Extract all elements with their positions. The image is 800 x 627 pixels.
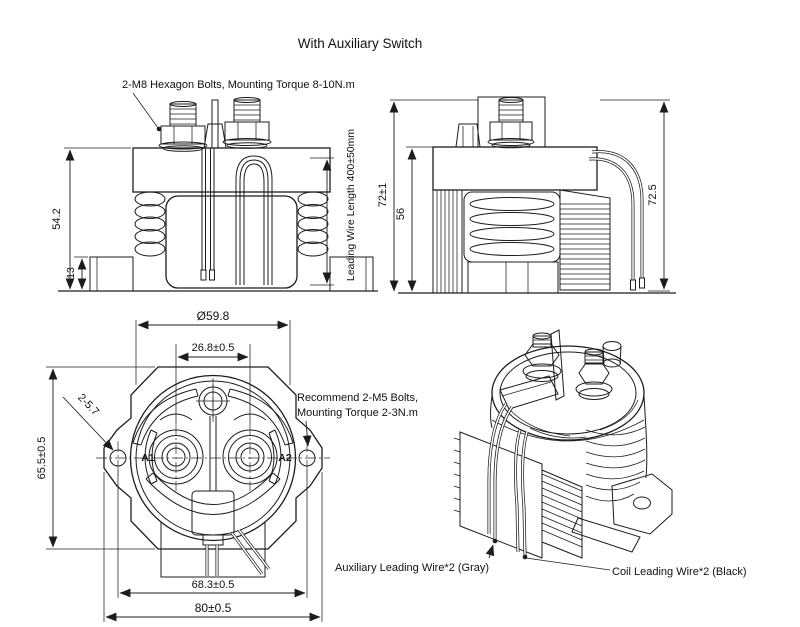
front-wire-loop-outer [235, 155, 273, 285]
front-top-cap [132, 147, 331, 193]
terminal-a2 [222, 424, 278, 491]
side-bolt [487, 97, 535, 149]
iso-view: Auxiliary Leading Wire*2 (Gray) Coil Lea… [335, 329, 747, 578]
front-lead-wires [200, 148, 215, 281]
aux-wire-label: Auxiliary Leading Wire*2 (Gray) [335, 562, 489, 574]
svg-text:56: 56 [395, 208, 407, 220]
iso-body-left-edge [490, 395, 493, 429]
iso-mounting-flange [571, 473, 673, 553]
bottom-wires [205, 529, 271, 576]
bottom-aux-switch [191, 416, 235, 546]
side-left-ribbed-panel [432, 189, 463, 294]
page-title: With Auxiliary Switch [298, 36, 423, 51]
aux-wire-label-group: Auxiliary Leading Wire*2 (Gray) [335, 544, 495, 574]
front-bellows-left [134, 191, 166, 257]
svg-text:Recommend 2-M5 Bolts,: Recommend 2-M5 Bolts, [297, 392, 418, 404]
dim-terminal-spacing: 26.8±0.5 [175, 342, 251, 424]
coil-wire-label: Coil Leading Wire*2 (Black) [612, 566, 747, 578]
svg-text:72±1: 72±1 [377, 183, 389, 207]
dim-side-wire-height: 72.5 [600, 99, 670, 292]
dim-side-overall-height: 72±1 [377, 99, 478, 292]
iso-busbar-plate [550, 329, 565, 401]
terminal-a2-label: A2 [278, 452, 292, 464]
iso-cap-rim [499, 351, 637, 435]
dim-leading-wire-length: Leading Wire Length 400±50mm [310, 129, 357, 286]
iso-bolt-a2 [575, 348, 613, 400]
svg-text:65.5±0.5: 65.5±0.5 [36, 437, 48, 480]
side-lead-wires [588, 150, 645, 291]
face-arc-slots [132, 388, 294, 515]
iso-body-waist [491, 419, 645, 442]
iso-bolt-a1 [522, 332, 562, 382]
dim-mount-holes: 2-5.7 [62, 392, 114, 451]
m5-bolts-note: Recommend 2-M5 Bolts, Mounting Torque 2-… [297, 392, 418, 447]
svg-text:Ø59.8: Ø59.8 [197, 309, 230, 323]
dim-front-flange-height: 13 [65, 256, 88, 290]
bottom-body-behind [160, 522, 266, 578]
svg-text:54.2: 54.2 [51, 208, 63, 229]
side-coil-section [559, 189, 611, 291]
bottom-view: A1 A2 [36, 309, 418, 622]
iso-coil-ribs [585, 426, 646, 502]
svg-text:72.5: 72.5 [647, 184, 659, 205]
front-bolt-right [222, 97, 272, 149]
iso-laminated-stack [541, 469, 583, 559]
terminal-a1 [148, 424, 204, 491]
iso-aux-knob [602, 341, 622, 368]
front-view: 2-M8 Hexagon Bolts, Mounting Torque 8-10… [51, 79, 378, 292]
front-bellows-right [297, 191, 329, 257]
iso-coil-wires [513, 429, 529, 560]
front-wire-loop-inner [243, 163, 265, 285]
svg-text:Mounting Torque 2-3N.m: Mounting Torque 2-3N.m [297, 407, 418, 419]
m8-note-leader [132, 92, 159, 129]
m8-bolts-note: 2-M8 Hexagon Bolts, Mounting Torque 8-10… [122, 79, 355, 91]
front-body [165, 195, 298, 289]
mounting-plate-outline [103, 366, 323, 550]
iso-cap-grooves [509, 399, 639, 439]
iso-tag-plate [499, 375, 559, 410]
side-view: 72±1 56 72.5 [377, 96, 676, 294]
front-flange-left [89, 256, 134, 292]
iso-body-right-edge [643, 395, 648, 479]
side-aux-knob [455, 123, 481, 148]
dim-side-body-height: 56 [395, 146, 454, 292]
dim-plate-height: 65.5±0.5 [36, 366, 155, 550]
side-top-cap [432, 146, 598, 191]
svg-text:13: 13 [65, 267, 77, 279]
dim-diameter: Ø59.8 [135, 309, 291, 385]
svg-text:80±0.5: 80±0.5 [195, 601, 232, 615]
svg-text:26.8±0.5: 26.8±0.5 [192, 342, 235, 354]
leading-wire-length-note: Leading Wire Length 400±50mm [345, 129, 357, 282]
side-center-panel [463, 191, 561, 294]
dim-overall-width: 80±0.5 [103, 472, 323, 622]
iso-aux-wires [487, 403, 514, 544]
svg-text:68.3±0.5: 68.3±0.5 [192, 579, 235, 591]
coil-wire-label-group: Coil Leading Wire*2 (Black) [525, 557, 747, 578]
dim-hole-spacing: 68.3±0.5 [117, 470, 308, 598]
m8-note-leader-dot [156, 126, 162, 132]
dim-front-body-height: 54.2 [51, 147, 131, 290]
front-aux-stem [203, 99, 227, 149]
iso-cap [491, 345, 645, 441]
front-wire-loop-mid [239, 159, 269, 285]
front-bolt-left [158, 101, 208, 152]
